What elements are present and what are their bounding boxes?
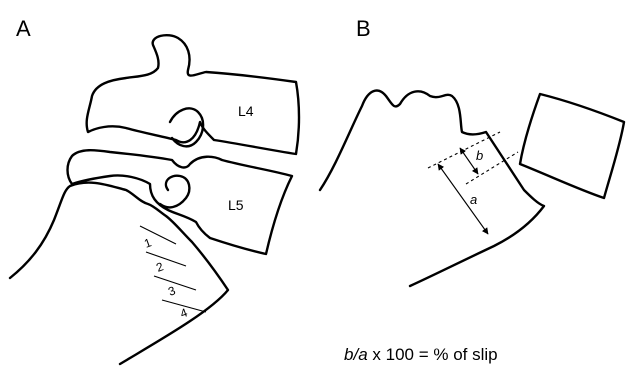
formula-slash: /	[352, 345, 360, 364]
slip-formula: b/a x 100 = % of slip	[344, 345, 498, 364]
sacrum-a-outline	[8, 181, 230, 366]
zone-divider	[153, 275, 197, 291]
panel-a-label: A	[16, 16, 31, 41]
panel-b-label: B	[356, 16, 371, 41]
zone-label-4: 4	[178, 305, 189, 321]
measure-b-arrow	[459, 147, 479, 175]
formula-b: b	[344, 345, 353, 364]
measure-a-label: a	[470, 192, 477, 207]
measure-b-label: b	[476, 148, 483, 163]
dashed-line-upper	[427, 131, 501, 169]
formula-rest: x 100 = % of slip	[368, 345, 498, 364]
l5-label: L5	[228, 197, 244, 213]
zone-label-3: 3	[166, 283, 177, 299]
formula-a: a	[358, 345, 367, 364]
zone-divider	[145, 251, 187, 267]
l4-vertebra-outline	[85, 34, 301, 156]
l4-facet-outline	[168, 107, 205, 148]
sacrum-b-outline	[318, 89, 546, 288]
zone-divider	[161, 299, 207, 313]
dashed-line-lower	[465, 151, 519, 185]
l5-vertebra-outline	[66, 149, 294, 256]
l5-pars-outline	[158, 174, 191, 209]
l5-body-b-outline	[518, 92, 626, 200]
zone-label-2: 2	[154, 259, 165, 275]
zone-divider	[139, 225, 177, 245]
l4-label: L4	[238, 103, 254, 119]
zone-label-1: 1	[142, 235, 153, 251]
measure-a-arrow	[437, 163, 489, 235]
